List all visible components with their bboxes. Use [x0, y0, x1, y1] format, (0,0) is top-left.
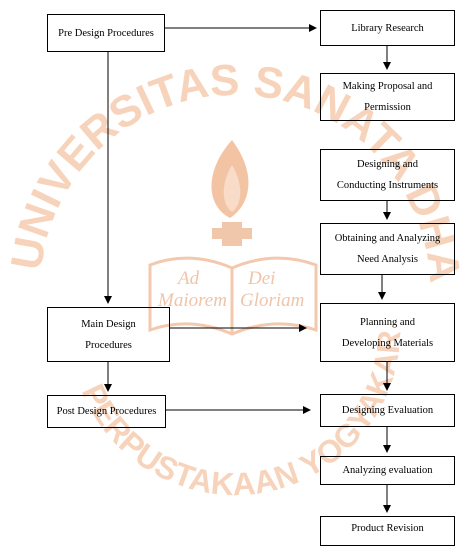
box-label-line: Conducting Instruments — [336, 180, 439, 191]
box-label-line: Main Design — [81, 318, 136, 330]
box-label-line: Designing and — [357, 159, 418, 170]
box-label-line: Analyzing evaluation — [342, 465, 433, 476]
box-post-design-procedures: Post Design Procedures — [47, 395, 166, 428]
box-label-line: Pre Design Procedures — [58, 27, 154, 39]
box-designing-evaluation: Designing Evaluation — [320, 394, 455, 427]
flame-icon — [211, 140, 249, 218]
box-label-line: Permission — [364, 102, 411, 113]
box-product-revision: Product Revision — [320, 516, 455, 546]
box-label-line: Post Design Procedures — [56, 406, 157, 417]
box-library-research: Library Research — [320, 10, 455, 46]
box-label-line: Need Analysis — [357, 254, 418, 265]
box-label-line: Planning and — [359, 316, 416, 328]
book-right-word-1: Dei — [247, 268, 275, 289]
box-label-line: Procedures — [85, 339, 132, 351]
book-left-word-2: Maiorem — [157, 290, 227, 311]
box-label-line: Library Research — [351, 22, 424, 34]
book-left-word-1: Ad — [176, 268, 200, 289]
box-label-line: Making Proposal and — [342, 81, 433, 92]
box-designing-instruments: Designing and Conducting Instruments — [320, 149, 455, 201]
open-book-icon — [148, 256, 318, 336]
box-label-line: Obtaining and Analyzing — [334, 233, 441, 244]
box-main-design-procedures: Main Design Procedures — [47, 307, 170, 362]
cross-icon — [212, 222, 252, 246]
box-label-line: Developing Materials — [341, 337, 434, 349]
book-right-word-2: Gloriam — [240, 290, 304, 311]
box-label-line: Designing Evaluation — [341, 405, 434, 416]
box-making-proposal: Making Proposal and Permission — [320, 73, 455, 121]
box-pre-design-procedures: Pre Design Procedures — [47, 14, 165, 52]
box-planning-materials: Planning and Developing Materials — [320, 303, 455, 362]
box-analyzing-evaluation: Analyzing evaluation — [320, 456, 455, 485]
box-label-line: Product Revision — [351, 523, 424, 534]
box-need-analysis: Obtaining and Analyzing Need Analysis — [320, 223, 455, 275]
